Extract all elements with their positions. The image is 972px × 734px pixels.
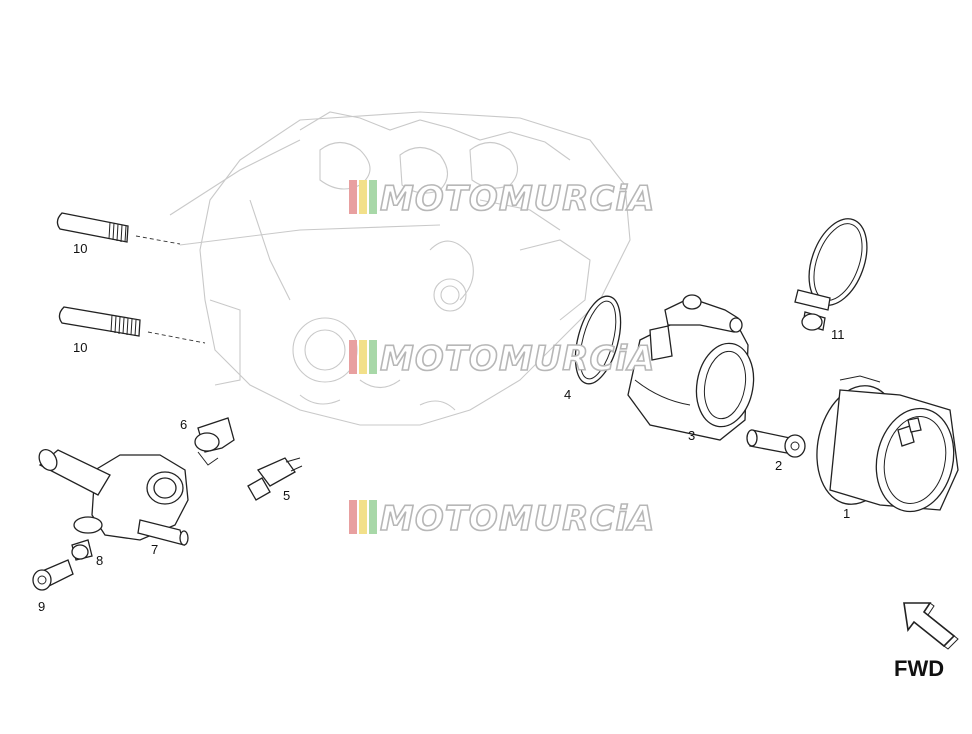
callout-4: 4 — [564, 387, 571, 402]
watermark-text-top: MOTOMURCiA — [380, 179, 655, 219]
callout-3: 3 — [688, 428, 695, 443]
bolt-part-9 — [32, 559, 74, 591]
watermark-middle: MOTOMURCiA — [349, 338, 655, 380]
callout-11: 11 — [831, 327, 845, 342]
plug-part-6 — [194, 417, 235, 466]
callout-8: 8 — [96, 553, 103, 568]
callout-6: 6 — [180, 417, 187, 432]
watermark-top: MOTOMURCiA — [349, 178, 655, 220]
callout-1: 1 — [843, 506, 850, 521]
watermark-bottom: MOTOMURCiA — [349, 498, 655, 540]
engine-head-background — [169, 111, 631, 426]
callout-10-upper: 10 — [73, 241, 87, 256]
o-ring-part-4 — [574, 295, 622, 385]
hose-clamp-part-11 — [794, 218, 868, 331]
watermark-text-middle: MOTOMURCiA — [380, 339, 655, 379]
callout-2: 2 — [775, 458, 782, 473]
fwd-indicator: FWD — [894, 602, 959, 681]
callout-10-lower: 10 — [73, 340, 87, 355]
bolt-part-2 — [746, 429, 806, 458]
callout-7: 7 — [151, 542, 158, 557]
sensor-part-5 — [247, 457, 303, 501]
washer-part-8 — [71, 539, 93, 561]
thermostat-housing-part-7 — [38, 449, 189, 546]
watermark-text-bottom: MOTOMURCiA — [380, 499, 655, 539]
fwd-arrow-icon — [903, 602, 956, 648]
intake-manifold-part-1 — [816, 375, 959, 513]
throttle-body-part-3 — [627, 294, 755, 441]
callout-9: 9 — [38, 599, 45, 614]
stud-lower — [58, 306, 206, 344]
stud-upper — [56, 212, 181, 245]
callout-5: 5 — [283, 488, 290, 503]
fwd-label: FWD — [894, 656, 944, 681]
